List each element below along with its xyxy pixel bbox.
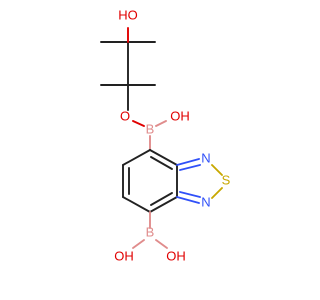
boron-label-upper: B	[146, 121, 155, 136]
pinacol-fragment	[100, 27, 156, 111]
nitrogen-label-lower: N	[201, 194, 210, 209]
hydroxyl-label-lower-left: OH	[114, 248, 134, 263]
ring-bond-s-n-lower	[211, 187, 223, 199]
ring-bond-c3a-n-upper-double	[179, 164, 201, 171]
ring-bond-c7-c7a	[149, 196, 178, 213]
bond-b-oh-upper	[155, 120, 167, 127]
hydroxyl-label-lower-right: OH	[166, 248, 186, 263]
hydroxyl-label-upper: OH	[170, 108, 190, 123]
bond-o-b-upper	[132, 120, 145, 127]
ring-bond-c3a-n-upper	[176, 158, 200, 166]
ester-oxygen-label: O	[120, 108, 130, 123]
ring-bond-c3a-c4	[149, 149, 178, 166]
benzothiadiazole-ring	[122, 149, 223, 213]
ring-bond-c7-c7a-inner	[150, 192, 173, 206]
sulfur-label: S	[222, 172, 231, 187]
nitrogen-label-upper: N	[201, 150, 210, 165]
ring-bond-n-lower-c7a	[176, 196, 200, 204]
ring-bond-c4-c5	[122, 149, 151, 166]
ring-bond-n-upper-s	[211, 164, 223, 176]
boron-label-lower: B	[146, 224, 155, 239]
atom-labels: HO O B OH N S N B OH OH	[114, 7, 230, 263]
ring-bond-c3a-c4-inner	[150, 156, 173, 170]
ring-bond-n-lower-c7a-double	[179, 191, 201, 198]
hydroxyl-label-top: HO	[118, 7, 138, 22]
ring-bond-c6-c7	[122, 196, 151, 213]
lower-boron-group	[132, 211, 168, 249]
molecule-diagram: HO O B OH N S N B OH OH	[100, 7, 231, 263]
upper-boron-group	[132, 120, 167, 151]
bond-b-oh-right	[155, 239, 168, 249]
bond-b-oh-left	[132, 239, 145, 249]
